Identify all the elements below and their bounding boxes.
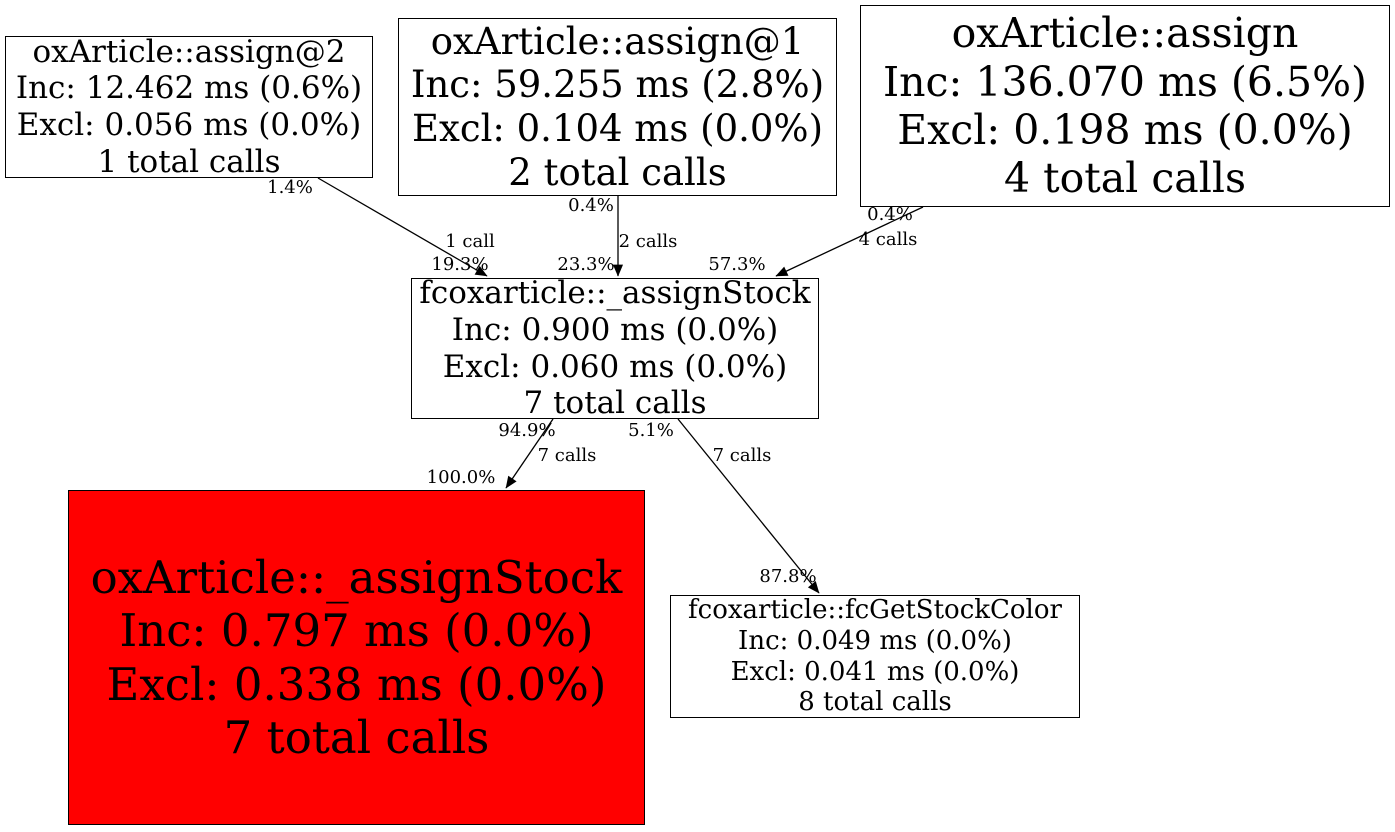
node-title: fcoxarticle::fcGetStockColor — [688, 595, 1062, 626]
node-oxarticle-assign-2: oxArticle::assign@2 Inc: 12.462 ms (0.6%… — [5, 36, 373, 178]
node-title: oxArticle::assign — [951, 9, 1299, 58]
edge-label-source-pct: 94.9% — [498, 420, 556, 441]
node-total-calls: 2 total calls — [508, 150, 727, 194]
edge-label-source-pct: 1.4% — [267, 177, 313, 198]
edge-label-source-pct: 0.4% — [568, 195, 614, 216]
edge-label-target-pct: 100.0% — [426, 467, 496, 488]
node-total-calls: 7 total calls — [223, 710, 490, 764]
node-total-calls: 4 total calls — [1003, 154, 1247, 203]
node-exclusive-time: Excl: 0.338 ms (0.0%) — [106, 657, 607, 711]
edge-label-calls: 4 calls — [858, 229, 918, 250]
node-fcoxarticle-assignstock: fcoxarticle::_assignStock Inc: 0.900 ms … — [411, 278, 819, 419]
edge-label-target-pct: 19.3% — [431, 254, 489, 275]
edge-label-source-pct: 0.4% — [867, 204, 913, 225]
node-oxarticle-assignstock-hot: oxArticle::_assignStock Inc: 0.797 ms (0… — [68, 490, 645, 825]
edge-label-calls: 1 call — [445, 231, 495, 252]
node-exclusive-time: Excl: 0.041 ms (0.0%) — [730, 656, 1020, 687]
node-total-calls: 1 total calls — [97, 143, 281, 178]
node-exclusive-time: Excl: 0.104 ms (0.0%) — [411, 107, 824, 150]
node-title: oxArticle::assign@1 — [430, 19, 805, 63]
node-fcoxarticle-fcgetstockcolor: fcoxarticle::fcGetStockColor Inc: 0.049 … — [670, 595, 1080, 718]
edge-label-source-pct: 5.1% — [628, 420, 674, 441]
node-inclusive-time: Inc: 136.070 ms (6.5%) — [882, 57, 1368, 106]
node-total-calls: 8 total calls — [798, 687, 952, 718]
node-exclusive-time: Excl: 0.060 ms (0.0%) — [442, 348, 788, 385]
edge-label-calls: 2 calls — [618, 231, 678, 252]
node-total-calls: 7 total calls — [523, 385, 707, 419]
node-exclusive-time: Excl: 0.198 ms (0.0%) — [897, 106, 1353, 154]
node-title: fcoxarticle::_assignStock — [419, 278, 811, 312]
edge-label-target-pct: 57.3% — [708, 254, 766, 275]
edge-label-calls: 7 calls — [537, 445, 597, 466]
edge-label-calls: 7 calls — [712, 445, 772, 466]
node-exclusive-time: Excl: 0.056 ms (0.0%) — [16, 107, 362, 143]
edge-label-target-pct: 23.3% — [557, 254, 615, 275]
node-oxarticle-assign-1: oxArticle::assign@1 Inc: 59.255 ms (2.8%… — [398, 18, 837, 196]
node-inclusive-time: Inc: 0.900 ms (0.0%) — [451, 311, 779, 348]
node-title: oxArticle::assign@2 — [32, 36, 346, 70]
node-inclusive-time: Inc: 12.462 ms (0.6%) — [15, 70, 363, 107]
node-oxarticle-assign: oxArticle::assign Inc: 136.070 ms (6.5%)… — [860, 5, 1390, 207]
node-title: oxArticle::_assignStock — [90, 551, 623, 605]
node-inclusive-time: Inc: 59.255 ms (2.8%) — [410, 63, 825, 107]
edge-label-target-pct: 87.8% — [759, 566, 817, 587]
node-inclusive-time: Inc: 0.049 ms (0.0%) — [738, 625, 1012, 656]
node-inclusive-time: Inc: 0.797 ms (0.0%) — [119, 604, 594, 658]
